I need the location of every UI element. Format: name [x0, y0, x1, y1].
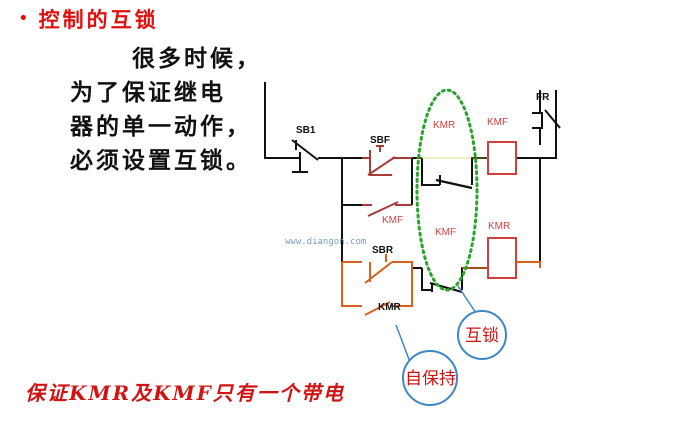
- body-line: 很多时候，: [132, 45, 262, 72]
- main-wiring: [264, 82, 561, 294]
- kmf-coil: [487, 141, 517, 175]
- kmf-contact-label: KMF: [382, 215, 403, 226]
- slide-title: 控制的互锁: [38, 7, 159, 32]
- interlock-callout-text: 互锁: [465, 326, 499, 346]
- kmr-interlock-label: KMR: [433, 120, 455, 131]
- body-text: 很多时候， 为了保证继电 器的单一动作， 必须设置互锁。: [70, 42, 270, 178]
- sb1-label: SB1: [296, 125, 316, 136]
- footer-note: 保证KMR及KMF只有一个带电: [25, 381, 345, 405]
- body-line: 为了保证继电: [70, 79, 226, 106]
- bullet: •: [18, 8, 29, 29]
- watermark: www.diangon.com: [285, 237, 366, 247]
- title-row: • 控制的互锁: [18, 4, 159, 34]
- sbr-label: SBR: [372, 245, 394, 256]
- kmr-contact-label: KMR: [378, 302, 402, 313]
- interlock-highlight: [415, 88, 479, 292]
- body-line: 必须设置互锁。: [70, 147, 252, 174]
- kmf-coil-label: KMF: [487, 117, 508, 128]
- kmr-coil-label: KMR: [488, 221, 510, 232]
- kmf-selfhold-contact: [362, 201, 412, 217]
- kmr-branch: [341, 254, 413, 316]
- body-line: 器的单一动作，: [70, 113, 252, 140]
- kmr-coil: [487, 237, 517, 279]
- selfhold-callout: [402, 350, 458, 406]
- sbf-button: [362, 145, 412, 176]
- kmf-interlock-label: KMF: [435, 227, 456, 238]
- selfhold-callout-text: 自保持: [405, 369, 456, 389]
- interlock-callout: [457, 310, 507, 360]
- fr-label: FR: [536, 92, 550, 103]
- sbf-label: SBF: [370, 135, 390, 146]
